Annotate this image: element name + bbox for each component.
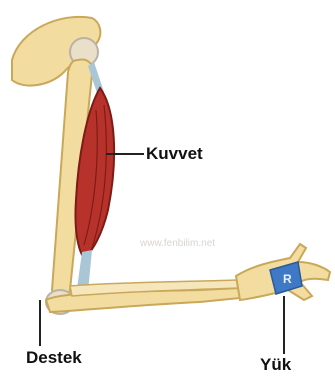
weight-mark: R: [283, 272, 292, 286]
watermark: www.fenbilim.net: [140, 238, 215, 249]
force-label: Kuvvet: [146, 144, 203, 164]
load-label: Yük: [260, 355, 291, 375]
fulcrum-label: Destek: [26, 348, 82, 368]
